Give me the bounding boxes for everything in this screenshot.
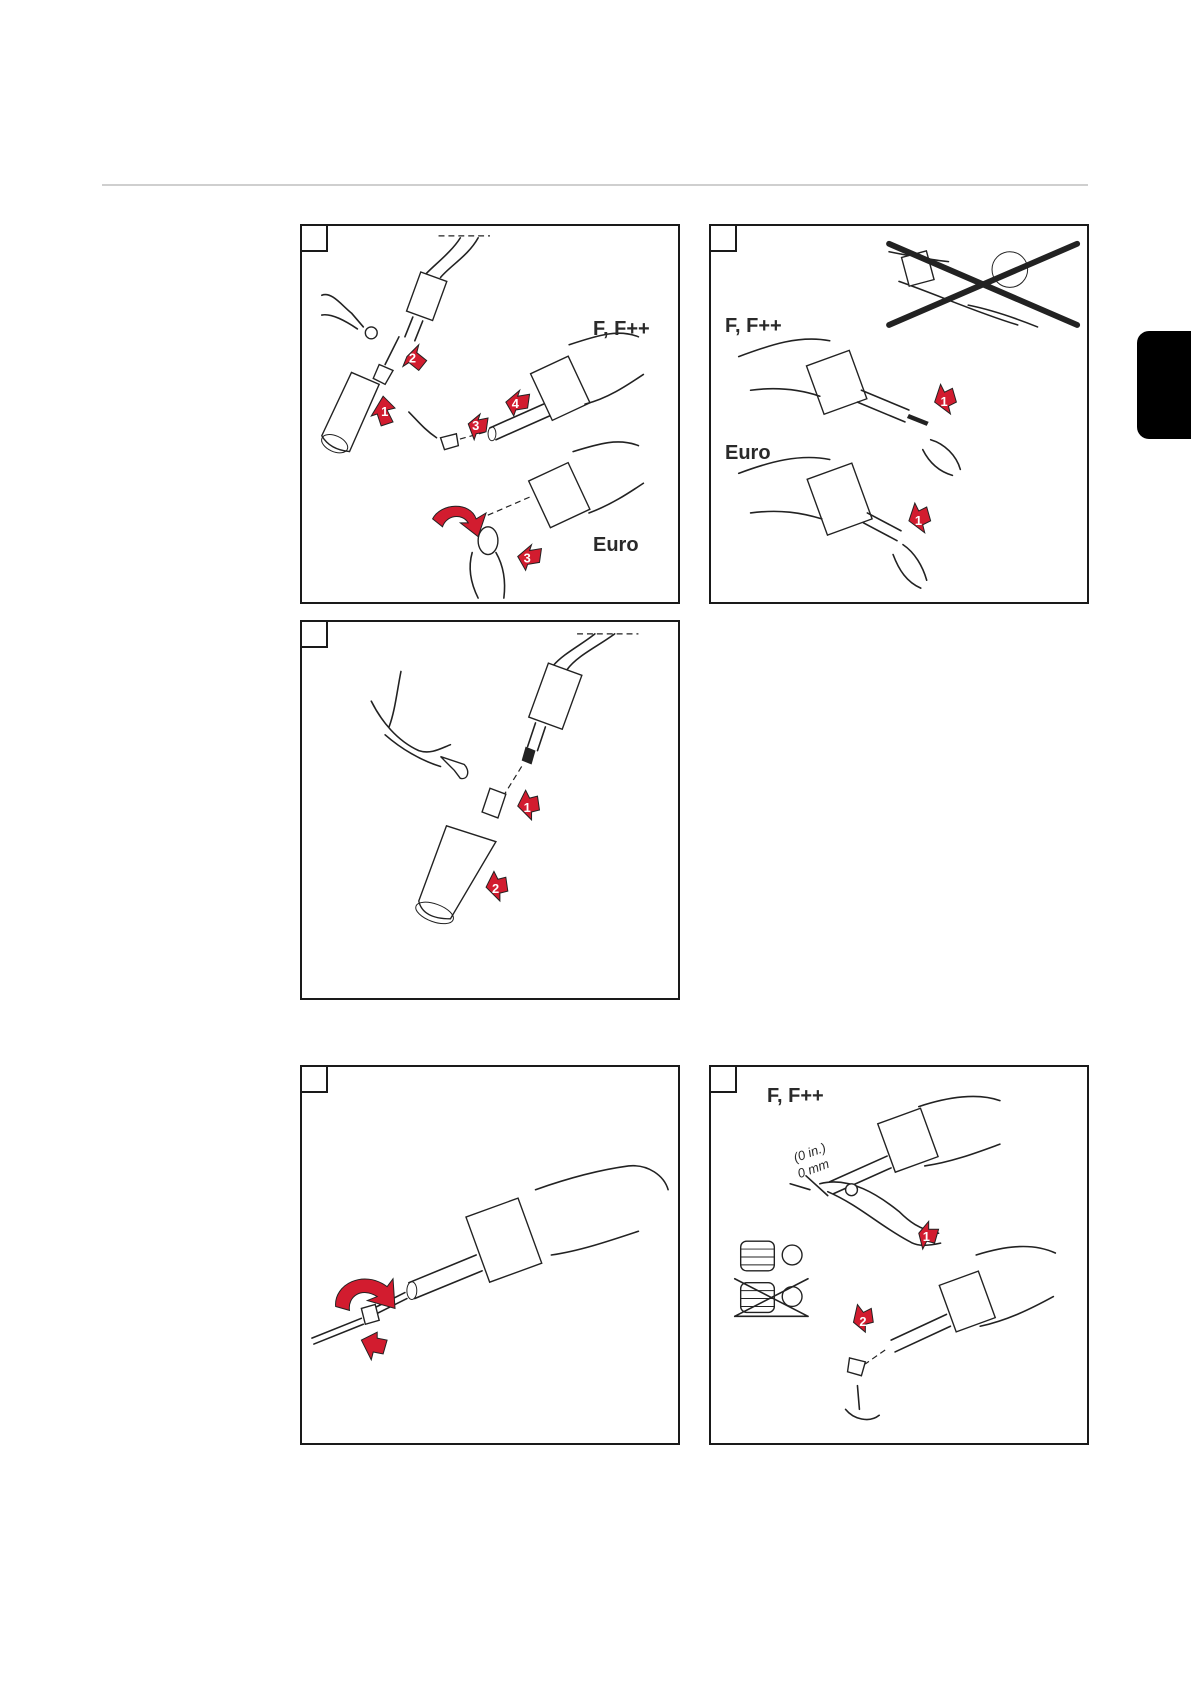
illustration-panel-1: 2 1 3 4 3 F, F++ Euro [300,224,680,604]
rotate-arrow [336,1279,395,1311]
liner-spring-correct [741,1241,802,1271]
connector-label-f: F, F++ [593,318,650,341]
svg-text:1: 1 [524,800,531,815]
liner-spring-incorrect [735,1279,808,1317]
svg-text:3: 3 [472,418,479,433]
liner-nut-illustration [302,1067,678,1443]
nozzle-assembly-illustration: 1 2 [302,622,678,998]
svg-text:2: 2 [859,1314,866,1329]
svg-text:2: 2 [492,881,499,896]
liner-cut-illustration: 1 2 [711,1067,1087,1443]
svg-text:4: 4 [512,396,520,411]
illustration-panel-4 [300,1065,680,1445]
illustration-panel-3: 1 2 [300,620,680,1000]
arrow-1: 1 [371,396,395,426]
arrow-3-euro: 3 [518,545,542,571]
chapter-tab [1137,331,1191,439]
arrow-2: 2 [403,345,427,371]
svg-text:1: 1 [941,394,948,409]
arrow-2: 2 [853,1304,873,1332]
arrow-1: 1 [518,790,540,820]
push-arrow [361,1332,387,1360]
illustration-panel-2: 1 1 F, F++ Euro [709,224,1089,604]
liner-insert-illustration: 1 1 [711,226,1087,602]
arrow-1-euro: 1 [909,503,931,533]
svg-text:1: 1 [923,1229,930,1244]
svg-text:3: 3 [524,550,531,565]
arrow-1: 1 [935,384,957,414]
connector-label-euro: Euro [725,442,771,465]
svg-text:1: 1 [915,513,922,528]
header-rule [102,184,1088,186]
connector-label-f: F, F++ [725,315,782,338]
svg-text:1: 1 [381,404,388,419]
connector-label-f: F, F++ [767,1085,824,1108]
svg-text:2: 2 [409,351,416,366]
illustration-panel-5: 1 2 F, F++ (0 in.) 0 mm [709,1065,1089,1445]
connector-label-euro: Euro [593,534,639,557]
arrow-2: 2 [486,871,508,901]
incorrect-method-crossed-out [889,244,1077,327]
